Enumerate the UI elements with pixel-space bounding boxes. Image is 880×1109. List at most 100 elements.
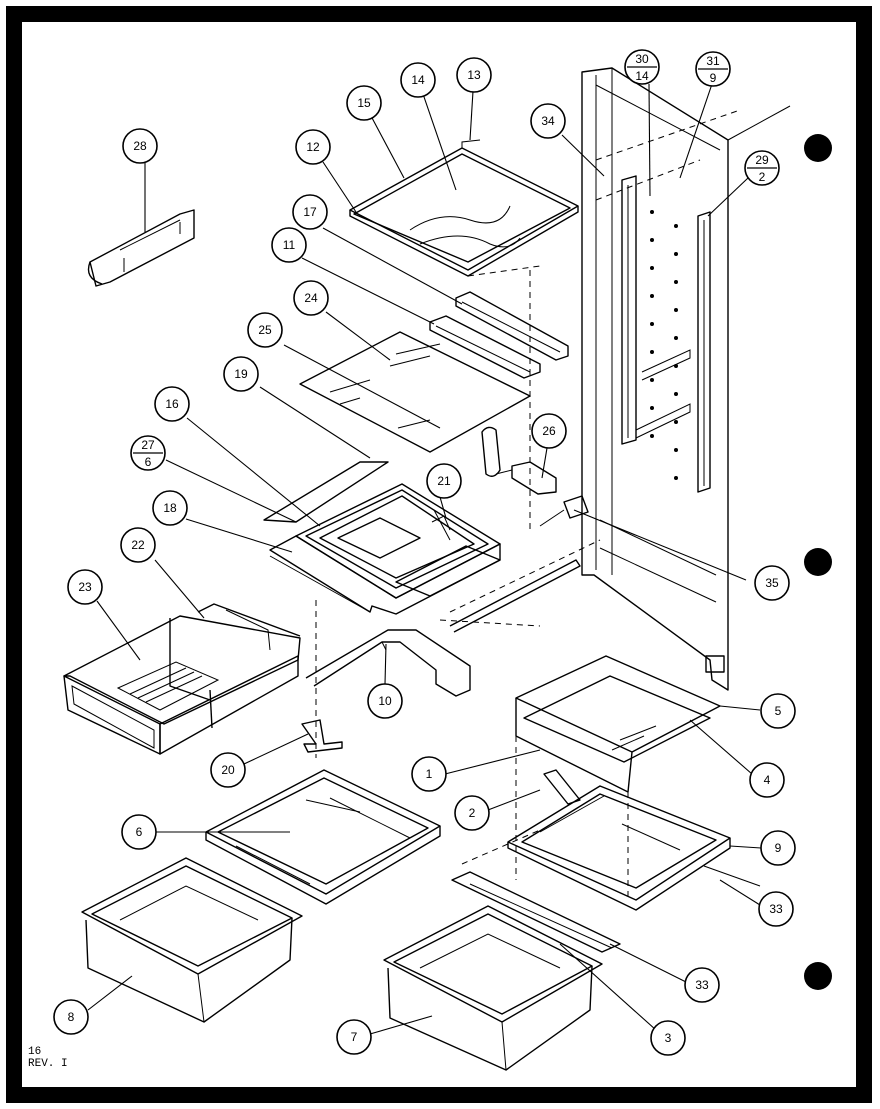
callout-1: 1 (411, 756, 447, 792)
callout-12: 12 (295, 129, 331, 165)
leader-lines (87, 83, 762, 1035)
page-number: 16 (28, 1046, 42, 1058)
callout-26: 26 (531, 413, 567, 449)
callout-16: 16 (154, 386, 190, 422)
callout-9: 9 (760, 830, 796, 866)
fraction-callout-27: 27 6 (130, 435, 166, 471)
callout-33: 33 (684, 967, 720, 1003)
callout-20: 20 (210, 752, 246, 788)
fraction-top: 27 (141, 438, 155, 452)
callout-label: 16 (165, 397, 179, 411)
callout-4: 4 (749, 762, 785, 798)
callout-34: 34 (530, 103, 566, 139)
slide-rail (451, 871, 621, 953)
callout-label: 35 (765, 576, 779, 590)
callout-11: 11 (271, 227, 307, 263)
fraction-bottom: 9 (710, 71, 717, 85)
fraction-top: 31 (706, 54, 720, 68)
callout-label: 24 (304, 291, 318, 305)
callout-label: 14 (411, 73, 425, 87)
callout-13: 13 (456, 57, 492, 93)
utility-bin (87, 209, 195, 287)
right-shelf-frame (461, 769, 761, 911)
crisper-cover-frame (263, 461, 501, 615)
fraction-callout-30: 30 14 (624, 49, 660, 85)
glass-shelf (299, 331, 531, 453)
left-crisper-pan (81, 857, 303, 1023)
callout-21: 21 (426, 463, 462, 499)
callout-17: 17 (292, 194, 328, 230)
callout-label: 23 (78, 580, 92, 594)
fraction-callout-31: 31 9 (695, 51, 731, 87)
left-shelf-frame (205, 769, 441, 905)
callout-label: 33 (769, 902, 783, 916)
callout-label: 17 (303, 205, 317, 219)
callout-25: 25 (247, 312, 283, 348)
callout-label: 9 (775, 841, 782, 855)
cabinet-liner (581, 67, 791, 691)
callout-label: 12 (306, 140, 320, 154)
callout-label: 7 (351, 1030, 358, 1044)
clip (301, 719, 343, 753)
callout-label: 28 (133, 139, 147, 153)
callout-label: 11 (283, 238, 296, 252)
callout-label: 19 (234, 367, 248, 381)
callout-label: 8 (68, 1010, 75, 1024)
callout-label: 10 (378, 694, 392, 708)
fraction-bottom: 2 (759, 170, 766, 184)
callout-8: 8 (53, 999, 89, 1035)
fraction-callout-29: 29 2 (744, 150, 780, 186)
callout-24: 24 (293, 280, 329, 316)
meat-drawer (63, 603, 301, 755)
callout-19: 19 (223, 356, 259, 392)
fraction-top: 29 (755, 153, 769, 167)
callout-label: 15 (357, 96, 371, 110)
callout-2: 2 (454, 795, 490, 831)
shelf-bracket (481, 426, 557, 495)
callout-22: 22 (120, 527, 156, 563)
callout-label: 1 (426, 767, 433, 781)
callout-6: 6 (121, 814, 157, 850)
callout-label: 34 (541, 114, 555, 128)
callout-label: 20 (221, 763, 235, 777)
callout-label: 33 (695, 978, 709, 992)
callout-35: 35 (754, 565, 790, 601)
callout-5: 5 (760, 693, 796, 729)
top-shelf (349, 139, 579, 277)
callout-label: 18 (163, 501, 177, 515)
registration-dot (804, 962, 832, 990)
fraction-top: 30 (635, 52, 649, 66)
callout-3: 3 (650, 1020, 686, 1056)
fraction-bottom: 14 (635, 69, 649, 83)
rail-holes (650, 210, 678, 480)
callout-label: 25 (258, 323, 272, 337)
callout-label: 4 (764, 773, 771, 787)
revision-label: REV. I (28, 1058, 68, 1070)
shelf-rail (429, 265, 569, 530)
callout-10: 10 (367, 683, 403, 719)
registration-dot (804, 548, 832, 576)
callout-label: 6 (136, 825, 143, 839)
right-crisper-pan (383, 905, 603, 1071)
page-footer: 16 REV. I (28, 1046, 68, 1070)
lower-support (305, 539, 601, 758)
callout-15: 15 (346, 85, 382, 121)
callout-label: 26 (542, 424, 556, 438)
callout-14: 14 (400, 62, 436, 98)
callout-label: 13 (467, 68, 481, 82)
callout-label: 22 (131, 538, 145, 552)
callout-23: 23 (67, 569, 103, 605)
callout-label: 2 (469, 806, 476, 820)
fraction-bottom: 6 (145, 455, 152, 469)
callout-label: 5 (775, 704, 782, 718)
callout-18: 18 (152, 490, 188, 526)
registration-dot (804, 134, 832, 162)
liner-bracket (539, 495, 589, 527)
callout-label: 3 (665, 1031, 672, 1045)
callout-33: 33 (758, 891, 794, 927)
callout-7: 7 (336, 1019, 372, 1055)
callout-28: 28 (122, 128, 158, 164)
callout-label: 21 (437, 474, 451, 488)
